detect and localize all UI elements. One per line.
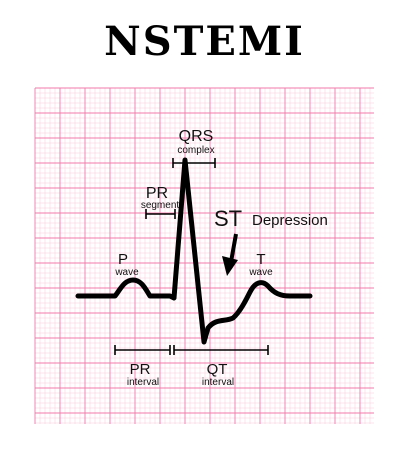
pr-segment-sub-label: segment — [141, 200, 180, 211]
page-title: NSTEMI — [104, 18, 305, 65]
pr-interval-bracket — [114, 345, 171, 355]
pr-segment-bracket — [145, 209, 176, 219]
t-wave-label: T — [256, 251, 265, 268]
qt-interval-label: QT — [207, 361, 228, 378]
ecg-trace — [75, 157, 313, 345]
qrs-sub-label: complex — [177, 145, 214, 156]
qt-interval-bracket — [173, 345, 269, 355]
pr-interval-label: PR — [130, 361, 151, 378]
qt-interval-sub-label: interval — [202, 377, 234, 388]
st-label: ST — [214, 206, 242, 231]
qrs-label: QRS — [179, 128, 214, 145]
ecg-grid-paper — [34, 87, 374, 424]
st-depression-arrow — [222, 233, 238, 276]
p-wave-label: P — [118, 251, 128, 268]
pr-interval-sub-label: interval — [127, 377, 159, 388]
t-wave-sub-label: wave — [248, 267, 273, 278]
pr-segment-label: PR — [146, 185, 168, 202]
qrs-bracket — [172, 158, 216, 168]
p-wave-sub-label: wave — [114, 267, 139, 278]
st-depression-label: Depression — [252, 212, 328, 229]
